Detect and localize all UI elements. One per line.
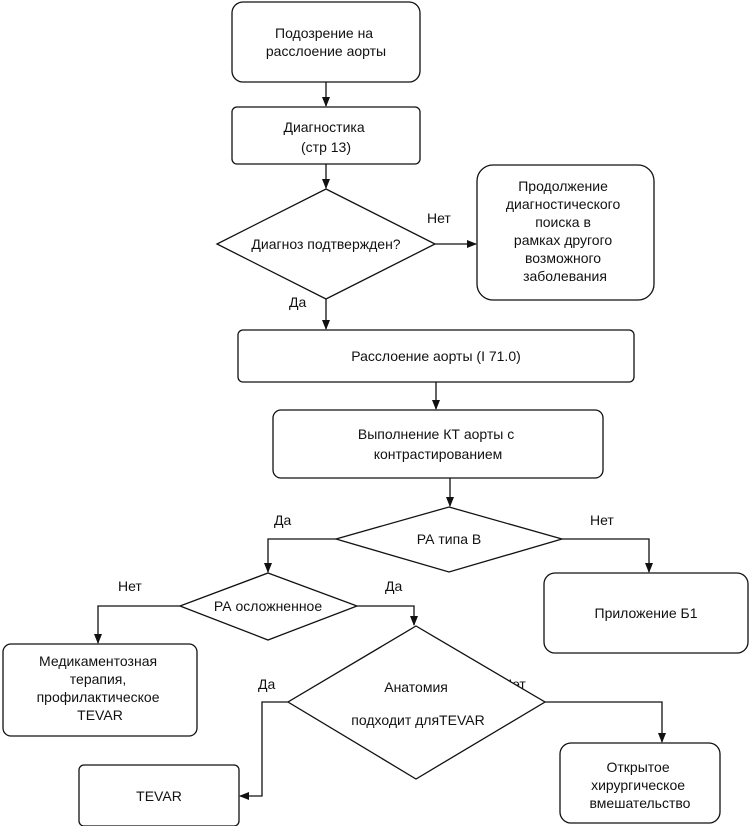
node-confirmed-diamond [215,188,437,300]
node-other-search-line: заболевания [523,268,607,284]
label-confirmed-yes: Да [289,294,306,310]
node-open-surgery-line: хирургическое [591,777,685,793]
node-open-surgery-box [559,742,721,824]
svg-text:Диагноз подтвержден?: Диагноз подтвержден? [251,236,400,252]
node-diagnostics-line: (стр 13) [301,139,351,155]
svg-text:Медикаментозная терапия,: Медикаментозная терапия, профилактическо… [37,653,164,723]
node-ct: Выполнение КТ аорты с контрастированием [272,409,604,479]
node-diagnostics-box [231,106,421,165]
node-type-b-diamond [333,506,565,573]
node-anatomy-diamond [286,625,547,780]
svg-text:Открытое хирургическое: Открытое хирургическое вмешательство [590,759,691,811]
node-suspicion-line: расслоение аорты [266,43,386,59]
svg-text:Расслоение аорты (I 71.0): Расслоение аорты (I 71.0) [351,348,521,364]
node-anatomy-line: Анатомия [384,679,448,695]
node-other-search-line: Продолжение [518,178,608,194]
edge-anatomy-yes [239,701,288,800]
svg-text:Приложение Б1: Приложение Б1 [595,605,698,621]
node-dissection: Расслоение аорты (I 71.0) [237,329,635,383]
node-other-search-line: диагностического [506,196,621,212]
svg-text:РА осложненное: РА осложненное [214,598,323,614]
node-other-search-line: рамках другого [514,232,612,248]
node-medical-line: профилактическое [37,689,160,705]
node-open-surgery: Открытое хирургическое вмешательство [559,742,721,824]
node-anatomy: Анатомия подходит дляTEVAR [286,625,547,780]
label-complicated-yes: Да [385,578,402,594]
node-diagnostics-line: Диагностика [283,119,364,135]
node-tevar-line: TEVAR [136,788,182,804]
node-suspicion-line: Подозрение на [275,25,373,41]
label-complicated-no: Нет [118,578,142,594]
node-confirmed-line: Диагноз подтвержден? [251,236,400,252]
node-medical-line: Медикаментозная [39,653,157,669]
node-other-search: Продолжение диагностического поиска в ра… [476,164,655,301]
node-confirmed: Диагноз подтвержден? [215,188,437,300]
node-suspicion: Подозрение на расслоение аорты [231,1,421,83]
node-appendix-b1-box [543,572,749,654]
node-ct-line: Выполнение КТ аорты с [358,426,514,442]
node-tevar-box [78,764,240,826]
svg-text:РА типа В: РА типа В [417,531,481,547]
node-anatomy-line: подходит дляTEVAR [351,712,484,728]
label-typeb-no: Нет [590,512,614,528]
svg-text:Продолжение диагностичес: Продолжение диагностического поиска в ра… [506,178,624,284]
node-complicated: РА осложненное [178,572,359,641]
node-other-search-box [476,164,655,301]
node-ct-box [272,409,604,479]
label-typeb-yes: Да [274,512,291,528]
node-complicated-line: РА осложненное [214,598,323,614]
node-open-surgery-line: вмешательство [590,795,691,811]
edge-complicated-yes [357,605,418,626]
svg-text:TEVAR: TEVAR [136,788,182,804]
svg-text:Диагностика (стр 13): Диагностика (стр 13) [283,119,368,155]
edge-typeb-no [562,538,653,573]
node-complicated-diamond [178,572,359,641]
svg-text:Выполнение КТ аорты с ко: Выполнение КТ аорты с контрастированием [358,426,518,462]
edge-anatomy-no [545,701,666,743]
node-medical-line: терапия, [70,671,127,687]
node-medical: Медикаментозная терапия, профилактическо… [2,643,198,737]
node-tevar: TEVAR [78,764,240,826]
node-other-search-line: поиска в [535,214,591,230]
edge-labels: Нет Да Да Нет Нет Да Нет Да [118,210,614,692]
node-appendix-b1-line: Приложение Б1 [595,605,698,621]
node-dissection-line: Расслоение аорты (I 71.0) [351,348,521,364]
label-anatomy-yes: Да [258,676,275,692]
node-ct-line: контрастированием [374,446,503,462]
node-medical-box [2,643,198,737]
node-suspicion-box [231,1,421,83]
node-other-search-line: возможного [525,250,601,266]
label-confirmed-no: Нет [427,210,451,226]
node-diagnostics: Диагностика (стр 13) [231,106,421,165]
node-type-b-line: РА типа В [417,531,481,547]
node-open-surgery-line: Открытое [607,759,670,775]
node-medical-line: TEVAR [77,707,123,723]
edge-complicated-no [94,605,180,644]
node-type-b: РА типа В [333,506,565,573]
node-appendix-b1: Приложение Б1 [543,572,749,654]
connectors [94,82,666,800]
svg-text:Подозрение на расслоение: Подозрение на расслоение аорты [266,25,386,59]
edge-typeb-yes [264,538,336,573]
svg-text:Анатомия подходит дляTEV: Анатомия подходит дляTEVAR [351,679,484,728]
node-dissection-box [237,329,635,383]
